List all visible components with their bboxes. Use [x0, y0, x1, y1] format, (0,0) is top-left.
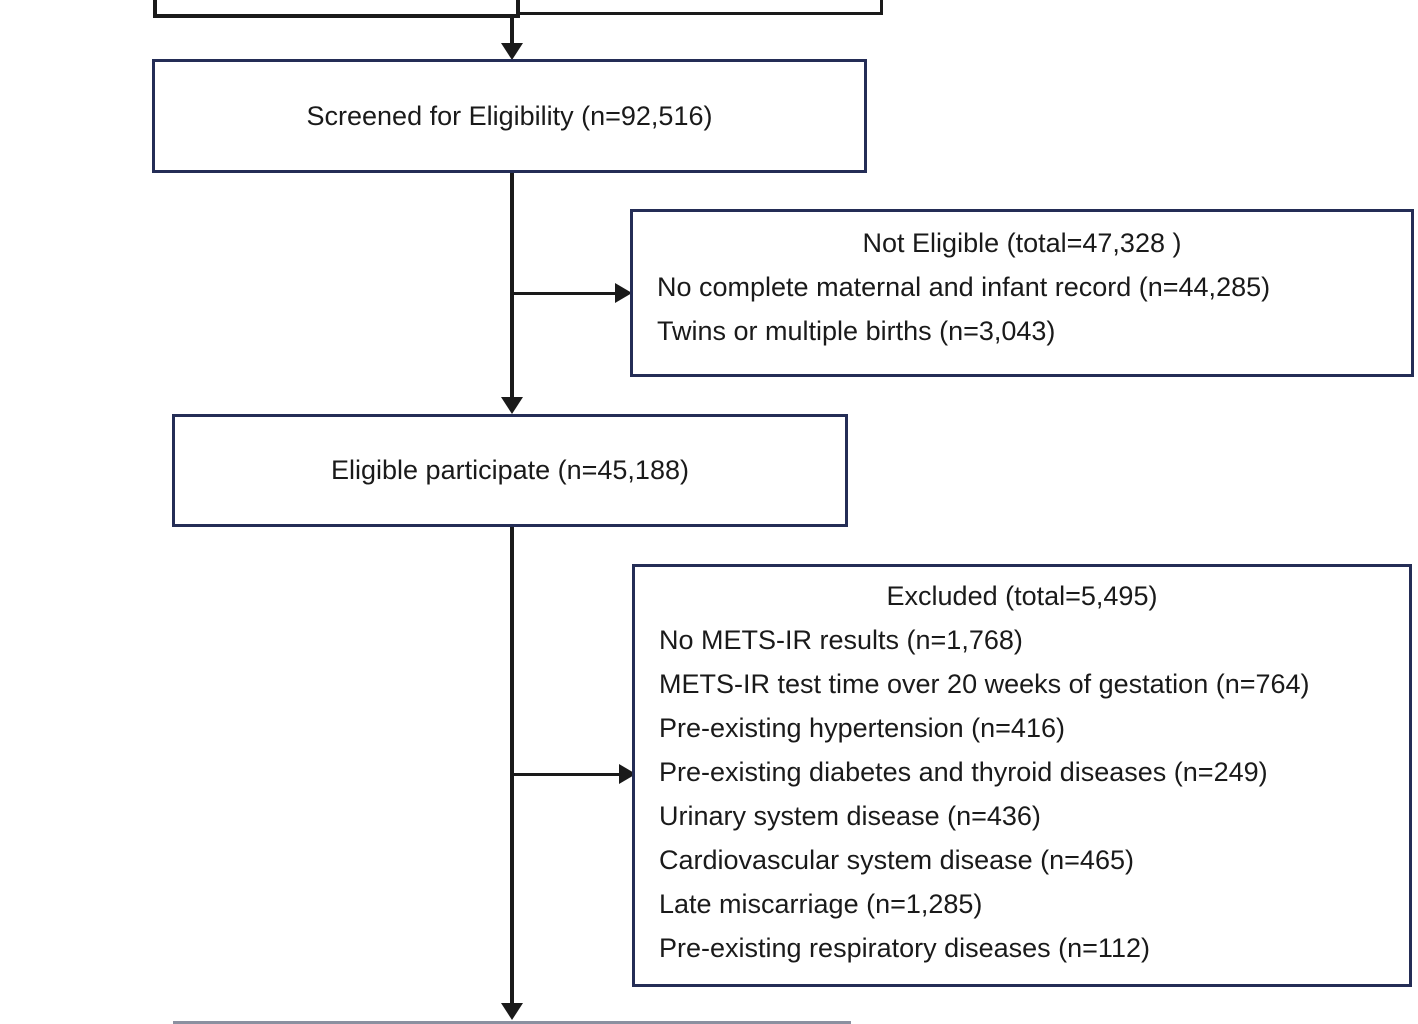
bottom-box-partial [173, 1021, 851, 1024]
arrow-stem [510, 173, 514, 399]
arrow-stem [512, 292, 617, 295]
eligible-label: Eligible participate (n=45,188) [331, 455, 689, 485]
arrow-stem [512, 773, 621, 776]
arrow-stem [510, 527, 514, 1004]
arrow-head-down-icon [501, 397, 523, 414]
excluded-item: Late miscarriage (n=1,285) [659, 889, 983, 919]
excluded-item: Cardiovascular system disease (n=465) [659, 845, 1134, 875]
not-eligible-box: Not Eligible (total=47,328 ) No complete… [630, 209, 1414, 377]
excluded-item: METS-IR test time over 20 weeks of gesta… [659, 669, 1310, 699]
excluded-item: Pre-existing hypertension (n=416) [659, 713, 1065, 743]
arrow-head-down-icon [501, 1003, 523, 1020]
eligible-box: Eligible participate (n=45,188) [172, 414, 848, 527]
arrow-head-right-icon [615, 283, 632, 303]
excluded-item: Urinary system disease (n=436) [659, 801, 1041, 831]
top-box-left-partial [153, 0, 520, 18]
arrow-head-down-icon [501, 43, 523, 60]
excluded-item: Pre-existing diabetes and thyroid diseas… [659, 757, 1268, 787]
arrow-stem [510, 14, 514, 45]
arrow-head-right-icon [619, 764, 636, 784]
excluded-title: Excluded (total=5,495) [886, 581, 1158, 611]
top-box-right-partial [511, 0, 883, 15]
not-eligible-item: Twins or multiple births (n=3,043) [657, 316, 1056, 346]
not-eligible-title: Not Eligible (total=47,328 ) [862, 228, 1182, 258]
screened-label: Screened for Eligibility (n=92,516) [306, 100, 713, 131]
excluded-box: Excluded (total=5,495) No METS-IR result… [632, 564, 1412, 987]
excluded-item: Pre-existing respiratory diseases (n=112… [659, 933, 1150, 963]
not-eligible-item: No complete maternal and infant record (… [657, 272, 1271, 302]
excluded-item: No METS-IR results (n=1,768) [659, 625, 1023, 655]
screened-box: Screened for Eligibility (n=92,516) [152, 59, 867, 173]
